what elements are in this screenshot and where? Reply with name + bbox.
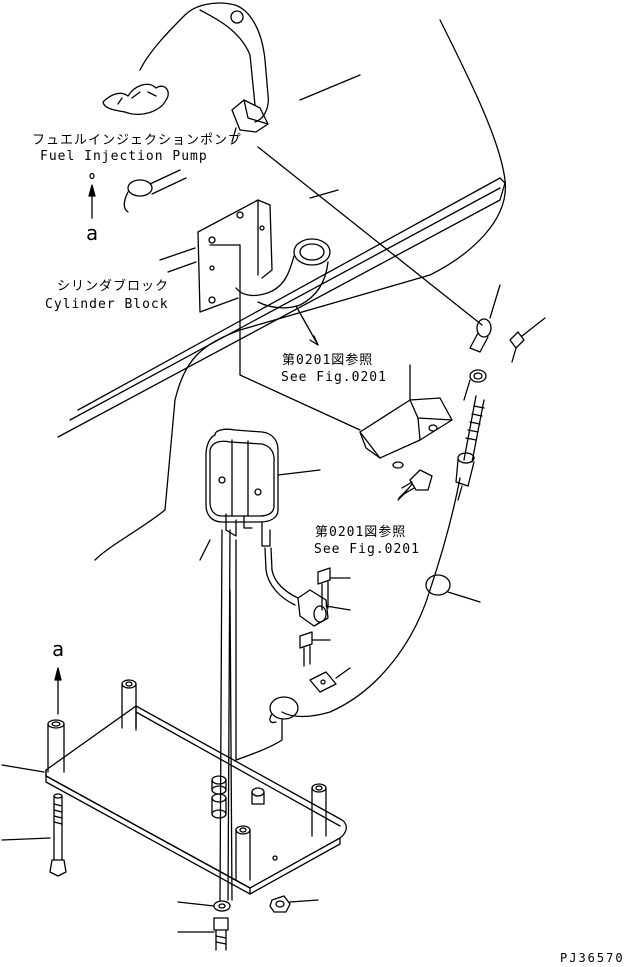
label-see-fig-upper-en: See Fig.0201 <box>281 370 387 385</box>
label-cylinder-block-en: Cylinder Block <box>45 297 169 312</box>
cable-fittings <box>455 284 546 501</box>
bolts-right <box>299 567 351 667</box>
cylinder-block-bracket <box>197 199 273 313</box>
arrow-a-top-icon <box>88 172 96 219</box>
label-see-fig-upper-jp: 第0201図参照 <box>282 353 374 368</box>
hose <box>264 547 299 606</box>
marker-a-bottom: a <box>52 637 65 661</box>
spacers <box>47 679 327 881</box>
reference-line-left <box>209 244 361 431</box>
breather-pipe <box>235 238 331 346</box>
clip-plate <box>309 667 351 693</box>
mounting-bracket <box>359 364 453 459</box>
guard-outline <box>235 699 283 761</box>
bolt-washer-mid <box>392 461 433 501</box>
label-cylinder-block-jp: シリンダブロック <box>57 279 170 294</box>
label-fuel-injection-pump-jp: フュエルインジェクションポンプ <box>32 133 242 148</box>
label-see-fig-lower-en: See Fig.0201 <box>314 542 420 557</box>
base-plate <box>45 589 347 901</box>
drain-pipe <box>219 529 237 901</box>
throttle-cable-line <box>257 146 483 326</box>
bottom-fasteners <box>213 895 291 951</box>
reservoir-tank <box>205 428 321 547</box>
frame-rails <box>57 177 506 438</box>
long-bolt-left <box>49 793 67 877</box>
engine-outline <box>94 19 506 561</box>
label-see-fig-lower-jp: 第0201図参照 <box>315 525 407 540</box>
arrow-a-bottom-icon <box>54 667 62 715</box>
valve-coupler <box>297 589 351 627</box>
leader-lines <box>1 247 319 933</box>
drawing-code: PJ36570 <box>560 951 625 965</box>
marker-a-top: a <box>86 221 99 245</box>
fuel-injection-pump-icon <box>102 2 269 213</box>
label-fuel-injection-pump-en: Fuel Injection Pump <box>40 149 208 164</box>
cable-loop <box>269 477 481 724</box>
